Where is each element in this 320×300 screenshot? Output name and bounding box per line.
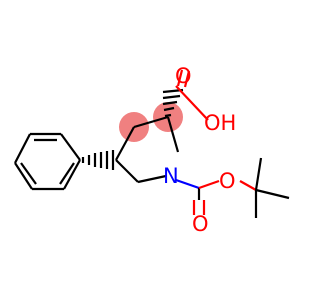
tert-butyl-group	[239, 157, 290, 218]
structure-diagram: O OH N O O	[14, 64, 290, 236]
hydroxyl-label: OH	[204, 111, 236, 135]
carbamate-group	[175, 178, 220, 215]
ester-oxygen-label: O	[219, 169, 236, 193]
carboxylic-acid-group	[175, 69, 209, 121]
hashed-wedge-phenyl-c4	[81, 150, 115, 170]
carbonyl-oxygen-label: O	[192, 212, 209, 236]
nitrogen-label: N	[163, 164, 179, 188]
molecule-canvas: O OH N O O	[14, 64, 290, 236]
pyrrolidine-ring	[115, 115, 180, 184]
phenyl-ring	[14, 132, 81, 191]
carboxylic-oxygen-label: O	[175, 64, 192, 88]
